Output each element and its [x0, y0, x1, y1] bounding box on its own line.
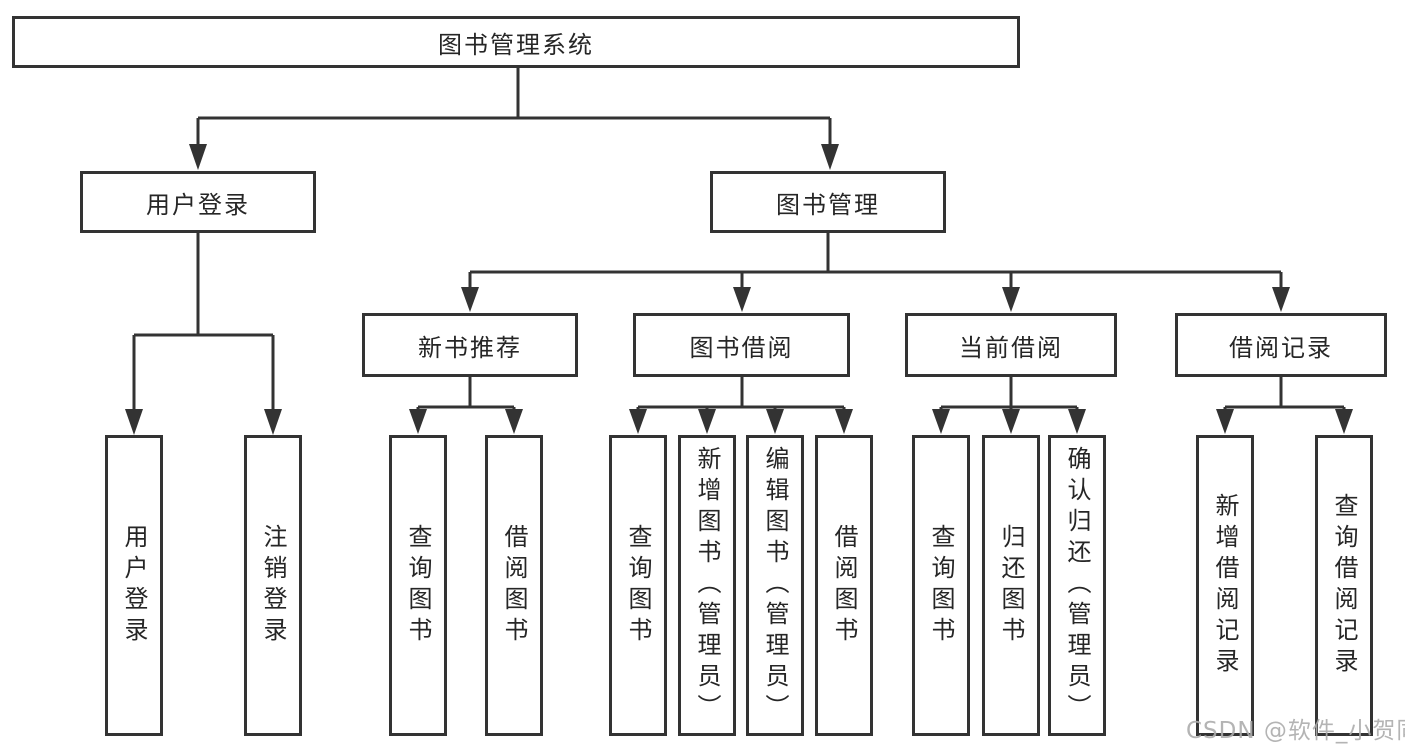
arrowhead [1002, 287, 1020, 312]
connector-borrow-records-children [1216, 377, 1353, 434]
arrowhead [733, 287, 751, 312]
arrowhead [698, 409, 716, 434]
arrowhead [629, 409, 647, 434]
arrowhead [461, 287, 479, 312]
leaf-label: 新增借阅记录 [1211, 492, 1239, 679]
leaf-logout: 注销登录 [244, 435, 302, 736]
leaf-borrow-books: 借阅图书 [815, 435, 873, 736]
leaf-return-books: 归还图书 [982, 435, 1040, 736]
leaf-label: 查询图书 [404, 523, 432, 648]
node-new-book-recommend: 新书推荐 [362, 313, 578, 377]
node-label: 图书管理 [776, 190, 880, 219]
leaf-add-borrow-record: 新增借阅记录 [1196, 435, 1254, 736]
leaf-query-books-recommend: 查询图书 [389, 435, 447, 736]
leaf-user-login: 用户登录 [105, 435, 163, 736]
connector-book-mgmt-children [461, 233, 1290, 312]
node-user-login: 用户登录 [80, 171, 316, 233]
arrowhead [264, 409, 282, 435]
node-label: 新书推荐 [418, 333, 522, 362]
leaf-query-books-current: 查询图书 [912, 435, 970, 736]
node-label: 图书借阅 [689, 333, 794, 362]
leaf-label: 注销登录 [259, 523, 287, 648]
leaf-label: 借阅图书 [500, 523, 528, 648]
connector-current-borrow-children [932, 377, 1086, 434]
leaf-label: 查询借阅记录 [1330, 492, 1358, 679]
leaf-label: 编辑图书（管理员） [761, 446, 789, 725]
connector-user-login-children [125, 233, 282, 435]
leaf-borrow-books-recommend: 借阅图书 [485, 435, 543, 736]
node-label: 当前借阅 [959, 333, 1063, 362]
arrowhead [189, 144, 207, 170]
node-book-management: 图书管理 [710, 171, 946, 233]
leaf-label: 用户登录 [120, 523, 148, 648]
arrowhead [1272, 287, 1290, 312]
leaf-label: 新增图书（管理员） [693, 446, 721, 725]
arrowhead [766, 409, 784, 434]
leaf-confirm-return-admin: 确认归还（管理员） [1048, 435, 1106, 736]
leaf-add-books-admin: 新增图书（管理员） [678, 435, 736, 736]
leaf-query-borrow-record: 查询借阅记录 [1315, 435, 1373, 736]
arrowhead [409, 409, 427, 434]
arrowhead [1002, 409, 1020, 434]
node-borrow-records: 借阅记录 [1175, 313, 1387, 377]
connector-new-book-rec-children [409, 377, 523, 434]
node-current-borrow: 当前借阅 [905, 313, 1117, 377]
arrowhead [932, 409, 950, 434]
leaf-query-books-borrow: 查询图书 [609, 435, 667, 736]
arrowhead [1068, 409, 1086, 434]
node-label: 用户登录 [146, 190, 250, 219]
arrowhead [125, 409, 143, 435]
node-library-system: 图书管理系统 [12, 16, 1020, 68]
node-book-borrow: 图书借阅 [633, 313, 850, 377]
csdn-watermark: CSDN @软件_小贺同学 [1186, 718, 1405, 744]
leaf-edit-books-admin: 编辑图书（管理员） [746, 435, 804, 736]
arrowhead [1335, 409, 1353, 434]
connector-root-to-level2 [189, 68, 839, 170]
connector-book-borrow-children [629, 377, 853, 434]
leaf-label: 查询图书 [927, 523, 955, 648]
arrowhead [835, 409, 853, 434]
arrowhead [821, 144, 839, 170]
arrowhead [505, 409, 523, 434]
node-label: 图书管理系统 [438, 30, 594, 59]
leaf-label: 借阅图书 [830, 523, 858, 648]
arrowhead [1216, 409, 1234, 434]
leaf-label: 确认归还（管理员） [1063, 446, 1091, 725]
leaf-label: 查询图书 [624, 523, 652, 648]
node-label: 借阅记录 [1229, 333, 1333, 362]
leaf-label: 归还图书 [997, 523, 1025, 648]
